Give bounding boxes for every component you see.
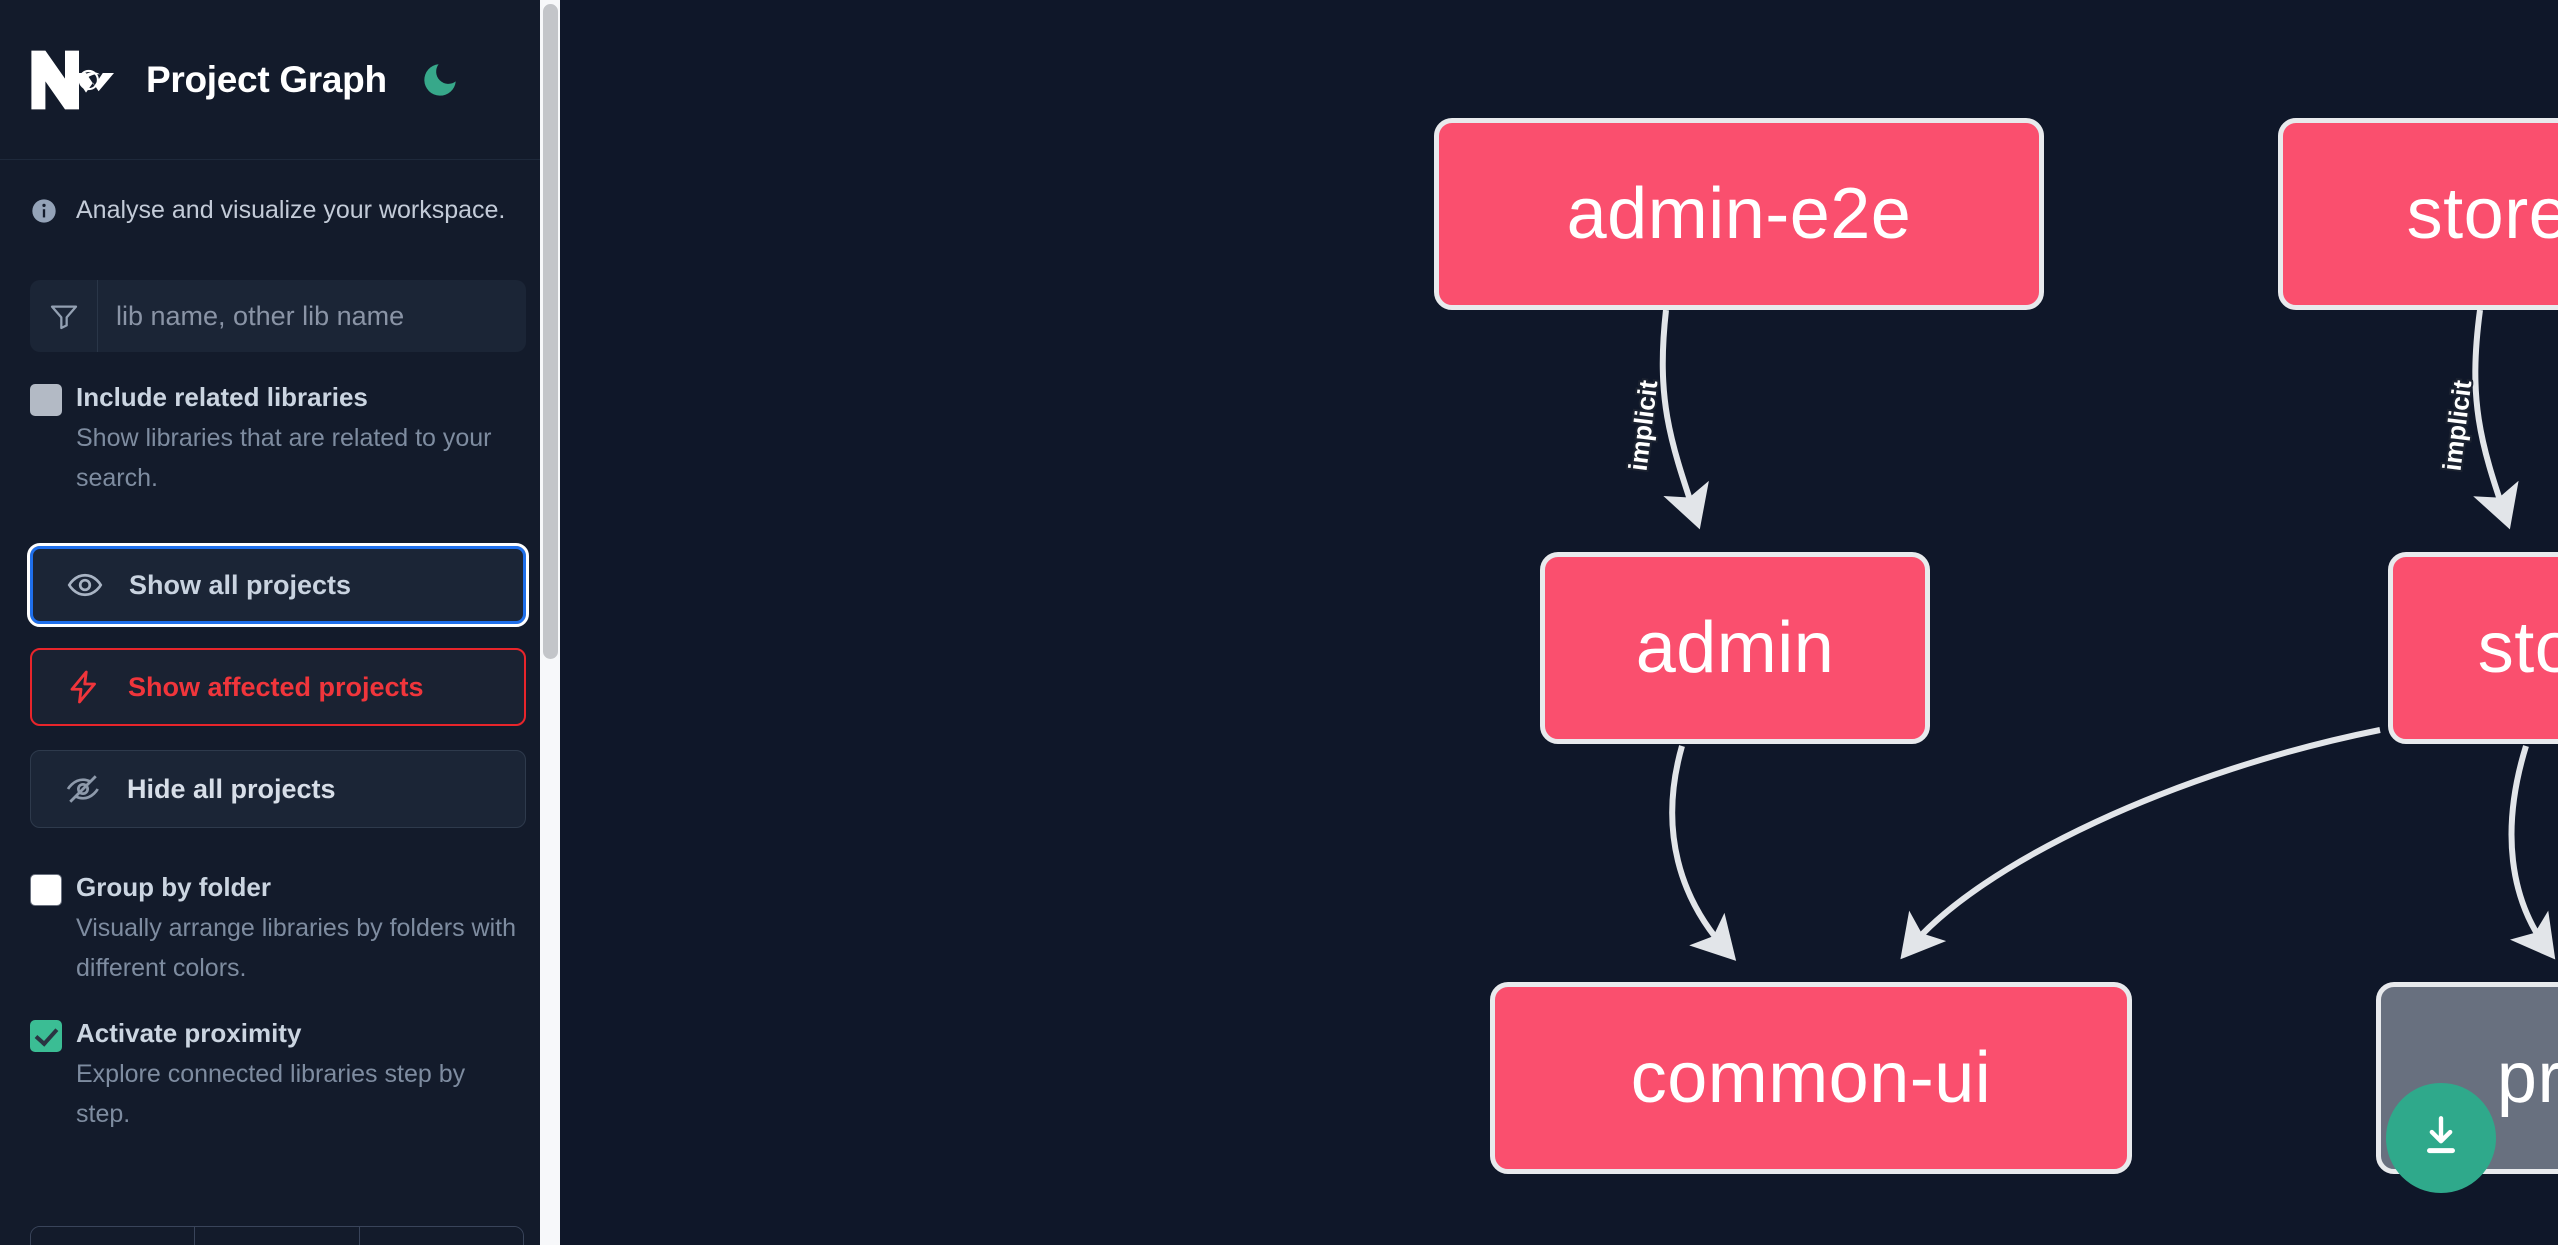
graph-node-admin[interactable]: admin	[1540, 552, 1930, 744]
node-label: common-ui	[1630, 1038, 1992, 1118]
segment-option-1[interactable]	[31, 1227, 196, 1245]
segment-option-3[interactable]	[359, 1227, 523, 1245]
show-affected-projects-label: Show affected projects	[128, 671, 424, 702]
download-graph-button[interactable]	[2386, 1083, 2496, 1193]
activate-proximity-checkbox[interactable]	[30, 1020, 62, 1052]
option-description: Show libraries that are related to your …	[76, 424, 492, 492]
group-by-folder-checkbox[interactable]	[30, 874, 62, 906]
edge-admin-e2e-admin	[1659, 309, 1709, 530]
show-all-projects-button[interactable]: Show all projects	[27, 543, 529, 627]
show-all-projects-label: Show all projects	[129, 569, 352, 600]
option-label: Include related libraries	[76, 382, 368, 412]
option-description: Visually arrange libraries by folders wi…	[76, 914, 517, 982]
graph-node-admin-e2e[interactable]: admin-e2e	[1434, 118, 2044, 310]
include-related-libraries-checkbox[interactable]	[30, 384, 62, 416]
graph-node-store-e2e[interactable]: store-e2e	[2278, 118, 2558, 310]
moon-icon[interactable]	[417, 57, 463, 103]
sidebar-scrollbar[interactable]	[540, 0, 560, 1245]
option-activate-proximity[interactable]: Activate proximity Explore connected lib…	[0, 1016, 556, 1134]
hide-all-projects-label: Hide all projects	[127, 773, 336, 804]
node-label: store-e2e	[2406, 174, 2558, 254]
node-label: products	[2496, 1038, 2558, 1118]
sidebar: Project Graph Analyse and visualize your…	[0, 0, 560, 1245]
sidebar-content: Project Graph Analyse and visualize your…	[0, 0, 556, 1245]
info-icon	[30, 197, 58, 225]
filter-icon	[30, 280, 98, 352]
search-field[interactable]	[30, 280, 526, 352]
option-label: Activate proximity	[76, 1018, 302, 1048]
graph-node-store[interactable]: store	[2388, 552, 2558, 744]
option-include-related-libraries[interactable]: Include related libraries Show libraries…	[0, 380, 556, 498]
eye-icon	[67, 567, 103, 603]
eye-off-icon	[65, 771, 101, 807]
graph-edges	[1659, 309, 2556, 961]
edge-store-products	[2508, 745, 2556, 960]
option-group-by-folder[interactable]: Group by folder Visually arrange librari…	[0, 870, 556, 988]
hide-all-projects-button[interactable]: Hide all projects	[30, 750, 526, 828]
edge-store-e2e-store	[2472, 309, 2519, 530]
sidebar-tagline: Analyse and visualize your workspace.	[0, 160, 556, 225]
proximity-segmented-control[interactable]	[30, 1226, 524, 1245]
option-description: Explore connected libraries step by step…	[76, 1060, 466, 1128]
nx-logo-icon	[30, 49, 114, 111]
option-label: Group by folder	[76, 872, 271, 902]
edge-admin-common-ui	[1669, 745, 1737, 961]
node-label: admin	[1635, 608, 1835, 688]
download-icon	[2416, 1111, 2466, 1166]
edge-store-common-ui	[1900, 727, 2381, 960]
sidebar-tagline-text: Analyse and visualize your workspace.	[76, 196, 506, 224]
visibility-button-group: Show all projects Show affected projects	[27, 543, 529, 828]
graph-canvas[interactable]: admin-e2e store-e2e admin store common-u…	[560, 0, 2558, 1245]
search-input[interactable]	[98, 280, 526, 352]
page-title: Project Graph	[146, 58, 387, 100]
node-label: admin-e2e	[1566, 174, 1912, 254]
node-label: store	[2477, 608, 2558, 688]
sidebar-header: Project Graph	[0, 0, 556, 160]
lightning-bolt-icon	[66, 669, 102, 705]
show-affected-projects-button[interactable]: Show affected projects	[30, 648, 526, 726]
segment-option-2[interactable]	[195, 1227, 360, 1245]
sidebar-scrollbar-thumb[interactable]	[543, 4, 558, 659]
graph-node-common-ui[interactable]: common-ui	[1490, 982, 2132, 1174]
